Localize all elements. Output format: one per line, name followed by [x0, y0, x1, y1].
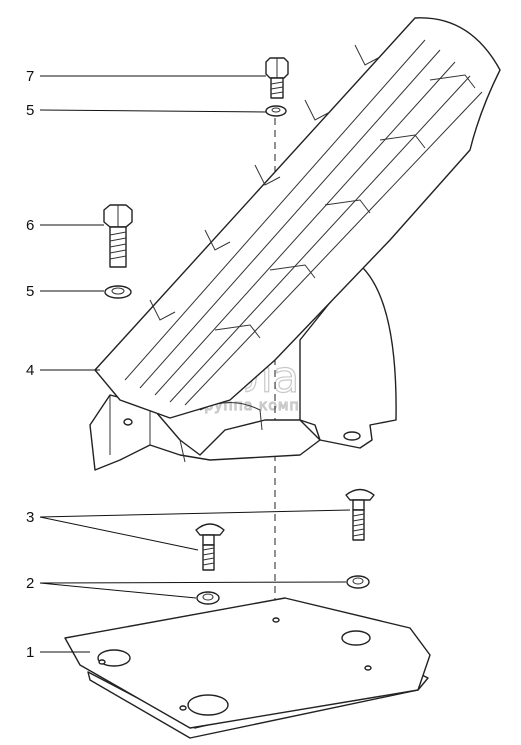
callout-3: 3 — [26, 509, 34, 526]
leader-lines — [39, 75, 351, 653]
callouts: 7 5 6 5 4 3 2 1 — [26, 68, 34, 661]
callout-4: 4 — [26, 362, 34, 379]
pedal-assembly — [89, 17, 501, 471]
callout-5-lower: 5 — [26, 283, 34, 300]
cup-washer-right — [346, 575, 370, 589]
base-plate — [64, 597, 431, 739]
hex-bolt-short — [265, 57, 289, 99]
carriage-bolt-right — [345, 488, 375, 541]
cup-washer-left — [196, 591, 220, 605]
carriage-bolt-left — [195, 523, 225, 571]
callout-7: 7 — [26, 68, 34, 85]
callout-2: 2 — [26, 575, 34, 592]
spring-washer-upper — [265, 105, 287, 117]
hex-bolt — [103, 204, 133, 268]
callout-1: 1 — [26, 644, 34, 661]
callout-6: 6 — [26, 217, 34, 234]
spring-washer-lower — [104, 285, 132, 299]
callout-5-upper: 5 — [26, 102, 34, 119]
